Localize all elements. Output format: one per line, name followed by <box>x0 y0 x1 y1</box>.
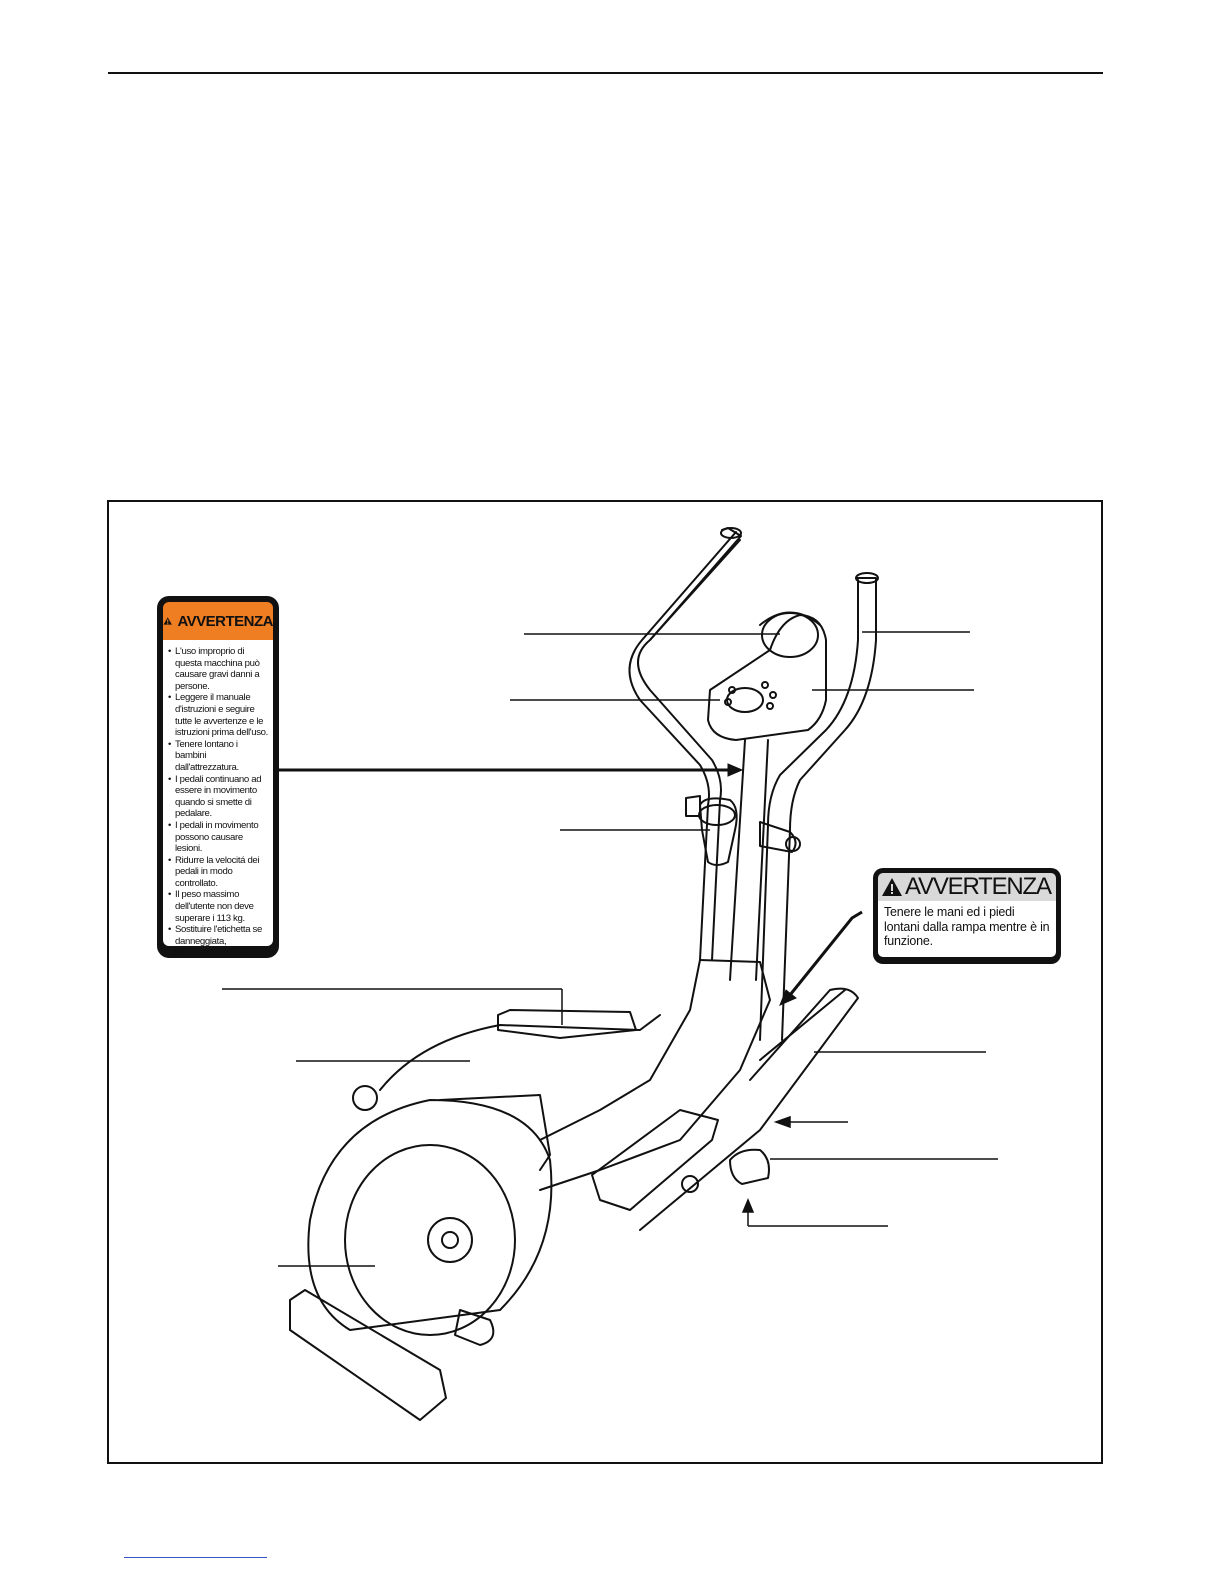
warning-label-small-header: AVVERTENZA <box>878 873 1056 901</box>
bottom-link-underline[interactable] <box>124 1557 267 1558</box>
flywheel-shroud <box>307 1099 553 1331</box>
warning-list: L'uso improprio di questa macchina può c… <box>168 646 268 959</box>
upright-post <box>729 739 769 981</box>
warning-label-large: AVVERTENZA L'uso improprio di questa mac… <box>157 596 279 958</box>
ramp-rail <box>639 987 859 1231</box>
left-handlebar <box>637 527 742 961</box>
warning-label-large-body: L'uso improprio di questa macchina può c… <box>163 640 273 958</box>
warning-label-small: AVVERTENZA Tenere le mani ed i piedi lon… <box>873 868 1061 964</box>
warning-item: Il peso massimo dell'utente non deve sup… <box>168 889 268 924</box>
console <box>707 614 827 741</box>
warning-label-large-header: AVVERTENZA <box>163 602 273 640</box>
warning-triangle-icon <box>882 878 902 896</box>
flywheel-disc <box>344 1144 516 1336</box>
warning-item: Sostituire l'etichetta se danneggiata, i… <box>168 924 268 959</box>
warning-label-small-body: Tenere le mani ed i piedi lontani dalla … <box>878 901 1056 957</box>
warning-label-small-title: AVVERTENZA <box>905 873 1052 900</box>
warning-label-small-text: Tenere le mani ed i piedi lontani dalla … <box>884 905 1050 948</box>
left-pedal <box>497 1009 637 1039</box>
rear-stabilizer <box>729 1148 770 1185</box>
warning-triangle-icon <box>163 617 172 625</box>
front-stabilizer <box>289 1289 447 1421</box>
warning-item: Tenere lontano i bambini dall'attrezzatu… <box>168 739 268 774</box>
warning-item: Leggere il manuale d'istruzioni e seguir… <box>168 692 268 738</box>
right-pedal <box>591 1109 719 1211</box>
warning-item: I pedali continuano ad essere in movimen… <box>168 774 268 820</box>
water-bottle-holder <box>699 797 738 866</box>
illustration-frame <box>107 500 1103 1464</box>
warning-item: I pedali in movimento possono causare le… <box>168 820 268 855</box>
warning-label-large-title: AVVERTENZA <box>177 612 273 630</box>
warning-item: L'uso improprio di questa macchina può c… <box>168 646 268 692</box>
warning-item: Ridurre la velocitá dei pedali in modo c… <box>168 855 268 890</box>
top-rule <box>108 72 1103 74</box>
right-handlebar <box>781 577 877 1041</box>
